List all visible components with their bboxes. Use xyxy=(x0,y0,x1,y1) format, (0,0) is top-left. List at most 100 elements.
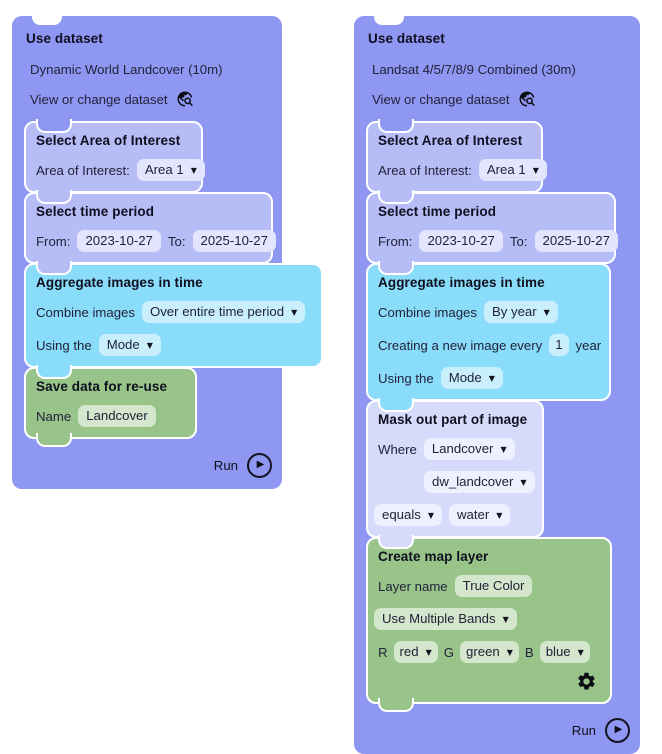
to-date-value: 2025-10-27 xyxy=(200,233,268,248)
band-mode-value: Use Multiple Bands xyxy=(382,611,496,626)
aggregate-title: Aggregate images in time xyxy=(378,275,545,290)
reducer-value: Mode xyxy=(106,337,140,352)
use-dataset-title: Use dataset xyxy=(368,31,445,46)
using-the-label: Using the xyxy=(378,370,434,386)
create-map-layer-title: Create map layer xyxy=(378,549,489,564)
layer-name-label: Layer name xyxy=(378,578,448,594)
globe-search-icon[interactable] xyxy=(518,90,536,108)
mask-operator-value: equals xyxy=(382,507,421,522)
run-label: Run xyxy=(213,457,238,473)
dataset-name: Dynamic World Landcover (10m) xyxy=(30,62,223,77)
interval-unit-label: year xyxy=(575,337,602,353)
red-band-value: red xyxy=(399,644,419,659)
play-icon: ▶ xyxy=(614,724,623,735)
using-the-label: Using the xyxy=(36,337,92,353)
caret-down-icon: ▼ xyxy=(496,510,503,520)
select-time-block[interactable]: Select time period From: 2023-10-27 To: … xyxy=(366,190,618,264)
view-change-dataset-label: View or change dataset xyxy=(372,91,510,107)
combine-images-value: Over entire time period xyxy=(149,304,285,319)
area-of-interest-value: Area 1 xyxy=(486,162,526,177)
interval-value-field[interactable]: 1 xyxy=(549,334,569,356)
save-data-block[interactable]: Save data for re-use Name Landcover xyxy=(24,365,197,447)
green-band-dropdown[interactable]: green ▼ xyxy=(460,641,519,663)
layer-name-field[interactable]: True Color xyxy=(454,575,533,597)
to-date-field[interactable]: 2025-10-27 xyxy=(534,230,618,252)
caret-down-icon: ▼ xyxy=(488,373,495,383)
layer-name-value: True Color xyxy=(462,578,525,593)
combine-images-value: By year xyxy=(491,304,537,319)
interval-label: Creating a new image every xyxy=(378,337,543,353)
right-block-stack: Use dataset Landsat 4/5/7/8/9 Combined (… xyxy=(354,16,640,754)
mask-value-value: water xyxy=(457,507,490,522)
combine-images-dropdown[interactable]: Over entire time period ▼ xyxy=(141,301,306,323)
blue-channel-label: B xyxy=(524,644,534,660)
use-dataset-block[interactable]: Use dataset Landsat 4/5/7/8/9 Combined (… xyxy=(354,16,640,754)
to-label: To: xyxy=(167,233,186,249)
use-dataset-block[interactable]: Use dataset Dynamic World Landcover (10m… xyxy=(12,16,323,489)
area-of-interest-value: Area 1 xyxy=(144,162,184,177)
create-map-layer-block[interactable]: Create map layer Layer name True Color U… xyxy=(366,535,612,712)
blue-band-dropdown[interactable]: blue ▼ xyxy=(539,641,590,663)
aggregate-block[interactable]: Aggregate images in time Combine images … xyxy=(366,261,611,401)
caret-down-icon: ▼ xyxy=(146,340,153,350)
mask-operator-dropdown[interactable]: equals ▼ xyxy=(374,504,443,526)
select-area-block[interactable]: Select Area of Interest Area of Interest… xyxy=(366,119,547,193)
caret-down-icon: ▼ xyxy=(190,165,197,175)
band-mode-dropdown[interactable]: Use Multiple Bands ▼ xyxy=(374,608,517,630)
combine-images-label: Combine images xyxy=(36,304,135,320)
save-name-field[interactable]: Landcover xyxy=(78,405,156,427)
select-time-block[interactable]: Select time period From: 2023-10-27 To: … xyxy=(24,190,276,264)
caret-down-icon: ▼ xyxy=(532,165,539,175)
area-of-interest-dropdown[interactable]: Area 1 ▼ xyxy=(136,159,205,181)
mask-value-dropdown[interactable]: water ▼ xyxy=(449,504,511,526)
caret-down-icon: ▼ xyxy=(502,614,509,624)
blue-band-value: blue xyxy=(545,644,571,659)
from-label: From: xyxy=(378,233,413,249)
save-name-value: Landcover xyxy=(86,408,148,423)
reducer-dropdown[interactable]: Mode ▼ xyxy=(98,334,161,356)
select-time-title: Select time period xyxy=(378,204,497,219)
gear-icon[interactable] xyxy=(576,671,597,692)
mask-image-value: Landcover xyxy=(431,441,494,456)
reducer-value: Mode xyxy=(448,370,482,385)
run-label: Run xyxy=(571,722,596,738)
combine-images-label: Combine images xyxy=(378,304,477,320)
mask-title: Mask out part of image xyxy=(378,412,528,427)
run-button[interactable]: ▶ xyxy=(605,717,630,743)
aggregate-title: Aggregate images in time xyxy=(36,275,203,290)
mask-block[interactable]: Mask out part of image Where Landcover ▼… xyxy=(366,398,544,538)
play-icon: ▶ xyxy=(256,459,265,470)
caret-down-icon: ▼ xyxy=(425,647,432,657)
view-change-dataset-label: View or change dataset xyxy=(30,91,168,107)
to-date-value: 2025-10-27 xyxy=(542,233,610,248)
mask-image-dropdown[interactable]: Landcover ▼ xyxy=(423,438,515,460)
area-of-interest-dropdown[interactable]: Area 1 ▼ xyxy=(478,159,547,181)
caret-down-icon: ▼ xyxy=(520,477,527,487)
select-area-title: Select Area of Interest xyxy=(378,133,523,148)
from-date-value: 2023-10-27 xyxy=(85,233,153,248)
area-of-interest-label: Area of Interest: xyxy=(378,162,472,178)
select-area-title: Select Area of Interest xyxy=(36,133,181,148)
mask-band-dropdown[interactable]: dw_landcover ▼ xyxy=(424,471,535,493)
red-band-dropdown[interactable]: red ▼ xyxy=(393,641,438,663)
caret-down-icon: ▼ xyxy=(506,647,513,657)
from-date-field[interactable]: 2023-10-27 xyxy=(77,230,161,252)
select-area-block[interactable]: Select Area of Interest Area of Interest… xyxy=(24,119,205,193)
left-block-stack: Use dataset Dynamic World Landcover (10m… xyxy=(12,16,323,489)
mask-band-value: dw_landcover xyxy=(432,474,514,489)
run-button[interactable]: ▶ xyxy=(247,452,272,478)
to-date-field[interactable]: 2025-10-27 xyxy=(192,230,276,252)
reducer-dropdown[interactable]: Mode ▼ xyxy=(440,367,503,389)
red-channel-label: R xyxy=(378,644,388,660)
green-channel-label: G xyxy=(443,644,455,660)
globe-search-icon[interactable] xyxy=(176,90,194,108)
combine-images-dropdown[interactable]: By year ▼ xyxy=(483,301,558,323)
save-data-title: Save data for re-use xyxy=(36,379,168,394)
caret-down-icon: ▼ xyxy=(577,647,584,657)
caret-down-icon: ▼ xyxy=(500,444,507,454)
from-date-value: 2023-10-27 xyxy=(427,233,495,248)
from-date-field[interactable]: 2023-10-27 xyxy=(419,230,503,252)
area-of-interest-label: Area of Interest: xyxy=(36,162,130,178)
aggregate-block[interactable]: Aggregate images in time Combine images … xyxy=(24,261,323,368)
interval-value: 1 xyxy=(555,337,563,352)
